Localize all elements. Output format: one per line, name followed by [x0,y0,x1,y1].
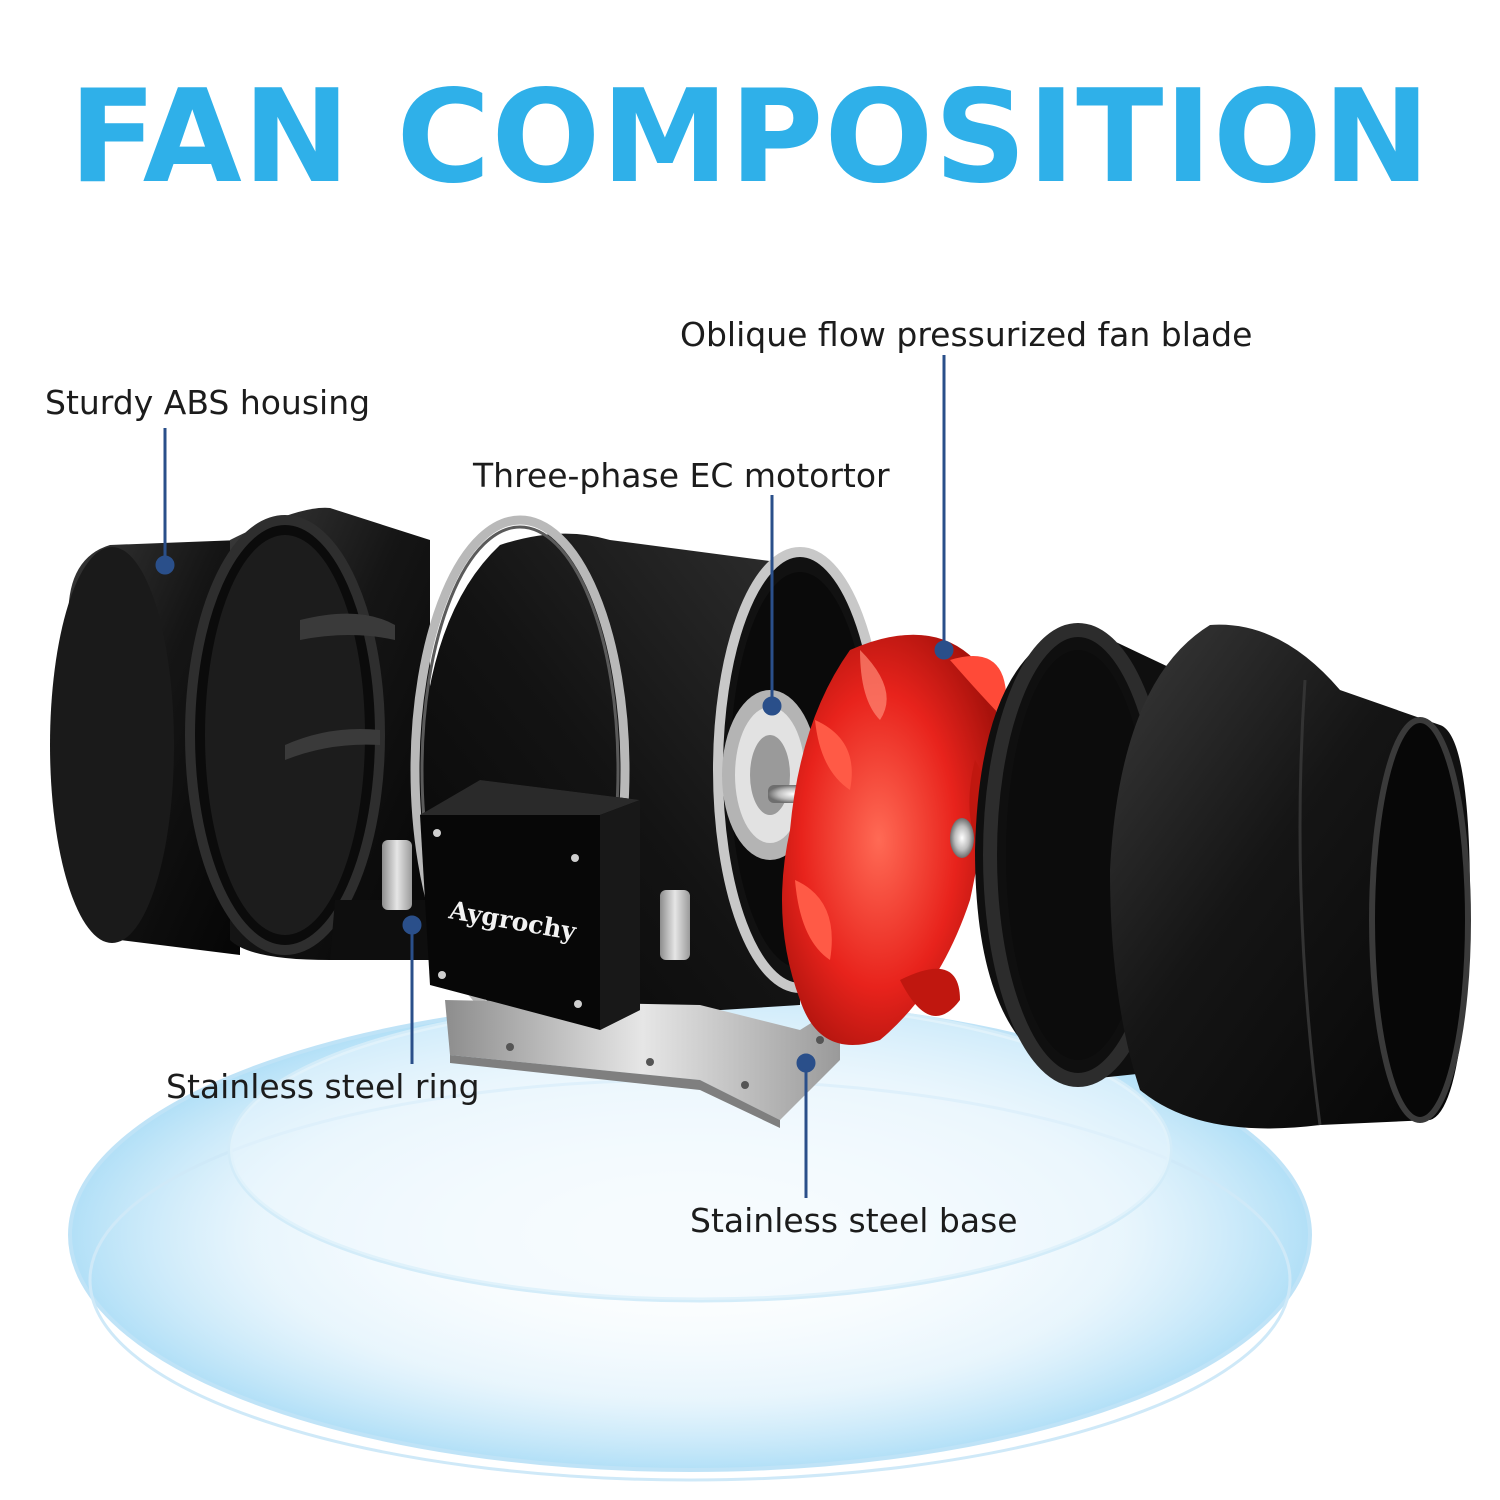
right-connector [1110,624,1471,1129]
label-steel-ring: Stainless steel ring [166,1067,480,1106]
leader-dot-motor [762,696,782,716]
label-steel-base: Stainless steel base [690,1201,1018,1240]
label-fan-blade: Oblique flow pressurized fan blade [680,315,1253,354]
leader-dot-housing [155,555,175,575]
leader-lines [155,355,954,1198]
page-title: FAN COMPOSITION [69,63,1431,212]
left-connector [50,507,430,960]
leader-dot-base [796,1053,816,1073]
leader-dot-ring [402,915,422,935]
leader-dot-blade [934,640,954,660]
label-abs-housing: Sturdy ABS housing [45,383,371,422]
label-ec-motor: Three-phase EC motortor [473,456,890,495]
ring-clamps [382,840,690,960]
junction-box: Aygrochy [420,780,640,1030]
steel-base [445,1000,840,1128]
glow-rings [68,997,1312,1482]
